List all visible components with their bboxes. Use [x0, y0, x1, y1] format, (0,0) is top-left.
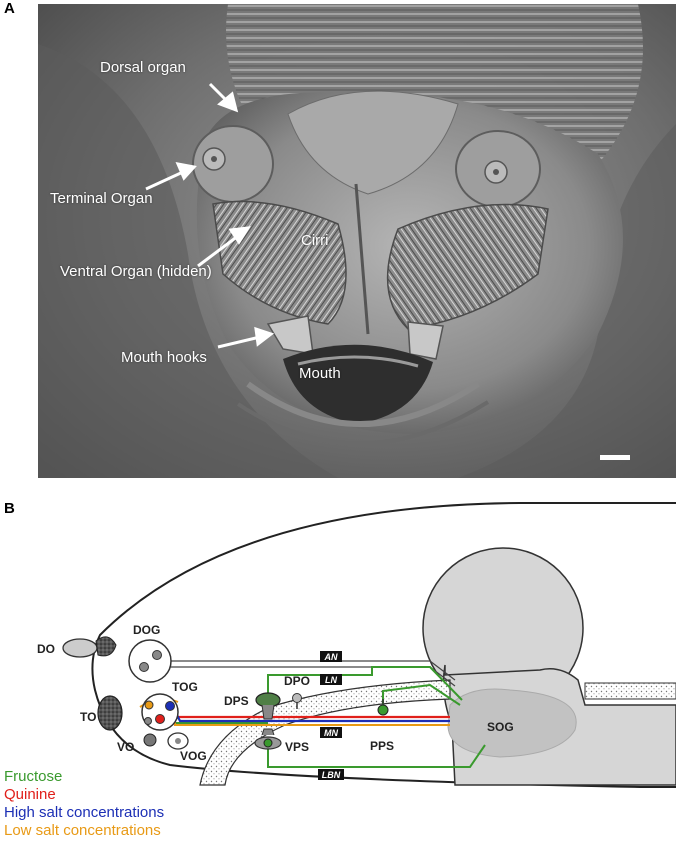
an-nerve-label: AN: [324, 652, 338, 662]
chemosensory-diagram: AN LN MN LBN DO DOG TO TOG VO VOG DPS DP…: [0, 495, 676, 846]
dps-sensilla: [255, 692, 281, 708]
sog-label: SOG: [487, 720, 514, 734]
sem-micrograph: Dorsal organ Terminal Organ Cirri Ventra…: [38, 4, 676, 478]
vps-label: VPS: [285, 740, 309, 754]
ventral-organ-label: Ventral Organ (hidden): [60, 263, 212, 280]
nerve-tract: [584, 682, 676, 700]
panel-a-label: A: [4, 0, 15, 17]
sog-region: [447, 688, 577, 758]
do-organ: [62, 638, 98, 658]
pps-sensilla: [377, 704, 389, 716]
legend-high-salt: High salt concentrations: [4, 804, 165, 821]
vo-label: VO: [117, 740, 134, 754]
legend-quinine: Quinine: [4, 786, 56, 803]
lbn-nerve-label: LBN: [322, 770, 341, 780]
pps-label: PPS: [370, 739, 394, 753]
vo-organ: [143, 733, 157, 747]
legend-low-salt: Low salt concentrations: [4, 822, 161, 839]
dorsal-tip: [95, 636, 117, 657]
panel-b-label: B: [4, 500, 15, 517]
tog-label: TOG: [172, 680, 198, 694]
dpo-organ: [292, 693, 302, 703]
dog-ganglion: [128, 639, 172, 683]
mn-nerve-label: MN: [324, 728, 338, 738]
to-organ: [97, 695, 123, 731]
legend-fructose: Fructose: [4, 768, 63, 785]
dpo-label: DPO: [284, 674, 310, 688]
to-label: TO: [80, 710, 96, 724]
do-label: DO: [37, 642, 55, 656]
ln-nerve-label: LN: [325, 675, 337, 685]
dog-label: DOG: [133, 623, 160, 637]
dorsal-organ-label: Dorsal organ: [100, 59, 186, 76]
cirri-label: Cirri: [301, 232, 329, 249]
vog-label: VOG: [180, 749, 207, 763]
terminal-organ-label: Terminal Organ: [50, 190, 153, 207]
mouth-hooks-label: Mouth hooks: [121, 349, 207, 366]
dps-label: DPS: [224, 694, 249, 708]
mouth-label: Mouth: [299, 365, 341, 382]
